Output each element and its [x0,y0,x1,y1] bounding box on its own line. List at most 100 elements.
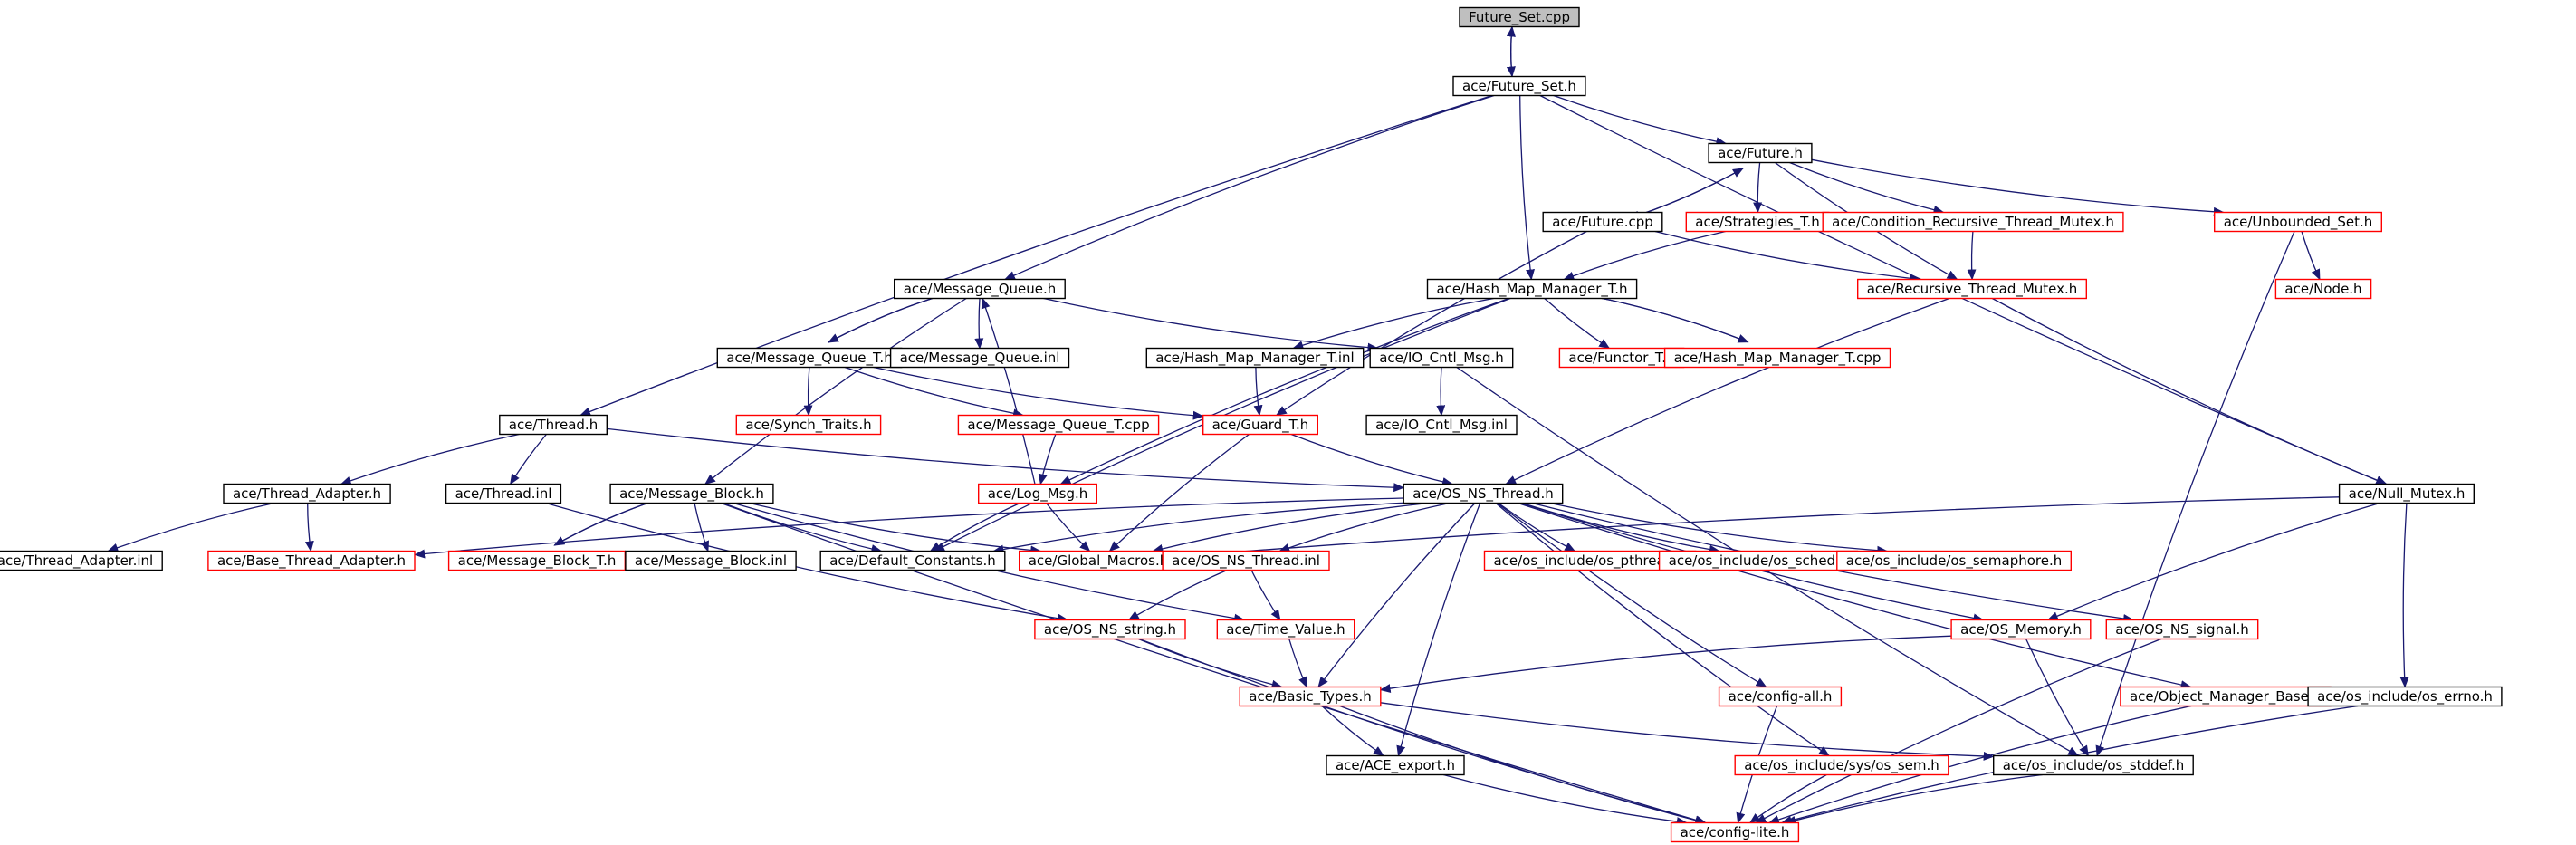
node-os-semaphore-h[interactable]: ace/os_include/os_semaphore.h [1836,550,2073,571]
edge-thread_adapter_h-to-thread_adapter_inl [107,502,274,552]
node-unbounded-set-h[interactable]: ace/Unbounded_Set.h [2213,211,2382,233]
node-thread-adapter-h[interactable]: ace/Thread_Adapter.h [223,483,391,504]
node-object-manager-base-h[interactable]: ace/Object_Manager_Base.h [2120,686,2332,707]
node-os-errno-h[interactable]: ace/os_include/os_errno.h [2307,686,2503,707]
node-basic-types-h[interactable]: ace/Basic_Types.h [1239,686,1382,707]
node-label: ace/os_include/os_sched.h [1669,552,1849,570]
node-box [2213,211,2382,233]
node-box [1369,347,1514,369]
node-os-sys-sem-h[interactable]: ace/os_include/sys/os_sem.h [1734,754,1949,776]
node-ace-export-h[interactable]: ace/ACE_export.h [1326,754,1465,776]
edge-log_msg_h-to-global_macros_h [1045,503,1091,552]
node-label: ace/Condition_Recursive_Thread_Mutex.h [1832,214,2114,231]
node-os-ns-string-h[interactable]: ace/OS_NS_string.h [1034,619,1186,640]
node-os-sched-h[interactable]: ace/os_include/os_sched.h [1658,550,1858,571]
node-null-mutex-h[interactable]: ace/Null_Mutex.h [2338,483,2475,504]
node-label: ace/Object_Manager_Base.h [2130,688,2322,706]
node-thread-inl[interactable]: ace/Thread.inl [445,483,562,504]
edge-thread_adapter_h-to-base_thread_adapter_h [304,503,314,552]
edge-thread_h-to-thread_inl [510,434,547,485]
node-thread-h[interactable]: ace/Thread.h [499,414,608,436]
node-box [977,483,1097,504]
node-message-queue-inl[interactable]: ace/Message_Queue.inl [889,347,1070,369]
node-message-queue-h[interactable]: ace/Message_Queue.h [894,278,1066,300]
node-box [1239,686,1382,707]
edge-cond_rec_mutex_h-to-rec_mutex_h [1967,231,1977,281]
edge-ace_export_h-to-config_lite_h [1443,773,1688,827]
node-io-cntl-msg-h[interactable]: ace/IO_Cntl_Msg.h [1369,347,1514,369]
edge-unbounded_set_h-to-node_h [2301,231,2321,281]
node-label: ace/Thread_Adapter.inl [0,552,153,570]
node-label: ace/Hash_Map_Manager_T.cpp [1674,350,1882,367]
edge-null_mutex_h-to-global_macros_h [1176,496,2340,561]
node-box [957,414,1160,436]
node-io-cntl-msg-inl[interactable]: ace/IO_Cntl_Msg.inl [1365,414,1518,436]
node-box [819,550,1006,571]
edge-os_ns_thread_h-to-object_manager_base_h [1518,502,2192,689]
node-thread-adapter-inl[interactable]: ace/Thread_Adapter.inl [0,550,163,571]
node-base-thread-adapter-h[interactable]: ace/Base_Thread_Adapter.h [207,550,416,571]
node-os-ns-thread-inl[interactable]: ace/OS_NS_Thread.inl [1162,550,1330,571]
node-box [445,483,562,504]
edge-os_ns_signal_h-to-config_lite_h [1755,638,2162,824]
node-label: ace/Basic_Types.h [1249,688,1371,706]
node-future-cpp[interactable]: ace/Future.cpp [1542,211,1663,233]
node-node-h[interactable]: ace/Node.h [2274,278,2372,300]
node-strategies-t-h[interactable]: ace/Strategies_T.h [1685,211,1830,233]
node-hash-map-mgr-t-inl[interactable]: ace/Hash_Map_Manager_T.inl [1145,347,1365,369]
node-default-constants-h[interactable]: ace/Default_Constants.h [819,550,1006,571]
node-message-queue-t-h[interactable]: ace/Message_Queue_T.h [716,347,903,369]
node-os-ns-thread-h[interactable]: ace/OS_NS_Thread.h [1403,483,1564,504]
node-label: ace/IO_Cntl_Msg.inl [1375,417,1508,434]
node-global-macros-h[interactable]: ace/Global_Macros.h [1018,550,1178,571]
edge-os_ns_thread_h-to-os_pthread_h [1498,502,1576,552]
node-log-msg-h[interactable]: ace/Log_Msg.h [977,483,1097,504]
node-label: ace/Recursive_Thread_Mutex.h [1867,281,2078,298]
edge-basic_types_h-to-os_stddef_h [1380,702,1995,761]
node-label: ace/Future.h [1718,145,1803,161]
node-label: ace/Base_Thread_Adapter.h [217,552,406,570]
edge-hash_map_mgr_t_h-to-log_msg_h [1059,297,1509,485]
node-label: ace/os_include/os_pthread.h [1493,552,1686,570]
node-hash-map-mgr-t-h[interactable]: ace/Hash_Map_Manager_T.h [1426,278,1638,300]
edge-basic_types_h-to-config_lite_h [1339,705,1707,825]
edge-message_queue_h-to-message_block_h [704,297,967,485]
node-os-stddef-h[interactable]: ace/os_include/os_stddef.h [1992,754,2194,776]
edge-message_block_h-to-default_constants_h [723,502,883,553]
node-label: ace/Thread_Adapter.h [233,485,381,503]
node-label: ace/Message_Block.h [619,485,764,503]
node-os-memory-h[interactable]: ace/OS_Memory.h [1950,619,2092,640]
node-message-queue-t-cpp[interactable]: ace/Message_Queue_T.cpp [957,414,1160,436]
node-guard-t-h[interactable]: ace/Guard_T.h [1202,414,1318,436]
edge-future_set_h-to-thread_h [579,94,1493,417]
edge-message_queue_t_h-to-guard_t_h [873,366,1204,420]
node-box [2338,483,2475,504]
edge-future_cpp-to-guard_t_h [1275,230,1587,417]
edge-future_set_h-to-future_set_cpp [1506,25,1516,77]
node-label: ace/OS_Memory.h [1960,621,2082,639]
node-config-all-h[interactable]: ace/config-all.h [1718,686,1843,707]
node-label: ace/Strategies_T.h [1695,214,1819,231]
node-message-block-h[interactable]: ace/Message_Block.h [609,483,774,504]
node-config-lite-h[interactable]: ace/config-lite.h [1670,821,1800,843]
node-time-value-h[interactable]: ace/Time_Value.h [1216,619,1355,640]
node-cond-rec-mutex-h[interactable]: ace/Condition_Recursive_Thread_Mutex.h [1822,211,2124,233]
node-message-block-inl[interactable]: ace/Message_Block.inl [625,550,797,571]
node-hash-map-mgr-t-cpp[interactable]: ace/Hash_Map_Manager_T.cpp [1663,347,1891,369]
node-box [2105,619,2259,640]
node-functor-t-h[interactable]: ace/Functor_T.h [1558,347,1685,369]
node-os-ns-signal-h[interactable]: ace/OS_NS_signal.h [2105,619,2259,640]
node-future-h[interactable]: ace/Future.h [1708,142,1813,164]
node-label: ace/config-lite.h [1681,824,1790,840]
node-box [1145,347,1365,369]
node-rec-mutex-h[interactable]: ace/Recursive_Thread_Mutex.h [1856,278,2087,300]
node-future-set-h[interactable]: ace/Future_Set.h [1452,75,1586,97]
node-box [1452,75,1586,97]
node-message-block-t-h[interactable]: ace/Message_Block_T.h [447,550,627,571]
node-label: ace/Thread.h [509,417,598,433]
edge-future_h-to-future_cpp [1628,168,1744,220]
node-box [1426,278,1638,300]
node-synch-traits-h[interactable]: ace/Synch_Traits.h [735,414,882,436]
node-label: ace/os_include/sys/os_sem.h [1744,757,1939,774]
edge-os_ns_thread_h-to-global_macros_h [1152,502,1429,553]
